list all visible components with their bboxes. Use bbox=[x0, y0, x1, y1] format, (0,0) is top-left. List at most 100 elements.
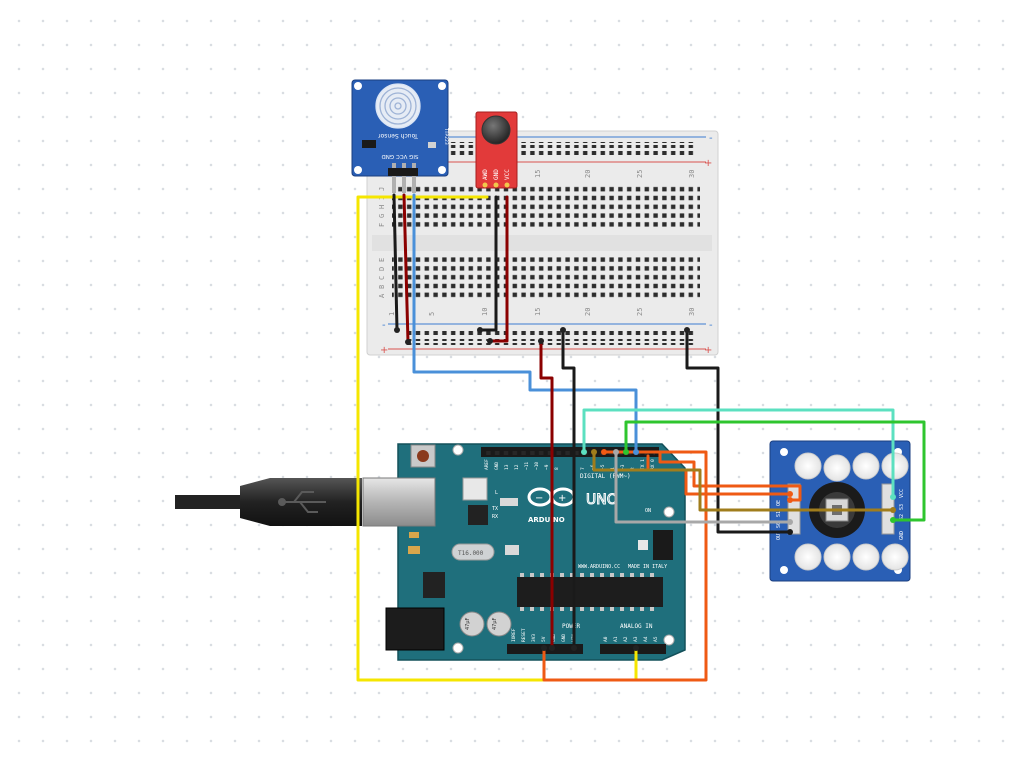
site-label: WWW.ARDUINO.CC bbox=[578, 564, 620, 570]
cs-pin-out: OUT bbox=[776, 531, 782, 540]
row-label-e: E bbox=[378, 258, 386, 262]
pin-a4: A4 bbox=[643, 636, 649, 642]
svg-text:−: − bbox=[535, 493, 543, 504]
wire-touch-vcc bbox=[402, 193, 410, 344]
rail-plus-bottom: + bbox=[380, 345, 388, 356]
touch-sensor-label: Touch Sensor bbox=[378, 132, 419, 139]
wire-orange-2 bbox=[658, 450, 802, 502]
wire-orange bbox=[542, 450, 708, 682]
wire-mic-gnd bbox=[478, 195, 498, 332]
pin-5v: 5V bbox=[541, 636, 547, 642]
row-label-f: F bbox=[378, 223, 386, 227]
pin-7: 7 bbox=[580, 467, 586, 470]
arduino-model: UNO bbox=[586, 492, 618, 508]
wire-green bbox=[624, 420, 926, 522]
pin-3v3: 3V3 bbox=[531, 634, 537, 642]
pin-a2: A2 bbox=[623, 636, 629, 642]
col-label-bottom-1: 1 bbox=[388, 312, 396, 316]
rail-minus-bottom-r: - bbox=[709, 320, 713, 331]
wire-gray bbox=[614, 450, 792, 524]
sensor-leds bbox=[794, 452, 909, 571]
mic-pin-awd: AWD bbox=[482, 169, 489, 180]
touch-sensor-sublabel: SIG VCC GND bbox=[382, 153, 419, 159]
pin-a1: A1 bbox=[613, 636, 619, 642]
col-label-bottom-5: 5 bbox=[428, 312, 436, 316]
arduino-uno-board: T16.000 47µF 47µF − + ARDUINO UNO DIGITA… bbox=[362, 443, 686, 661]
col-label-top-25: 25 bbox=[636, 170, 644, 178]
mic-pin-vcc: VCC bbox=[504, 169, 511, 180]
pin-a3: A3 bbox=[633, 636, 639, 642]
cs-pin-s0: S0 bbox=[776, 522, 782, 528]
pin-12: 12 bbox=[514, 464, 520, 470]
wire-touch-sig bbox=[412, 193, 638, 452]
cs-pin-s3: S3 bbox=[899, 504, 905, 510]
power-jack bbox=[385, 607, 445, 651]
pin-reset: RESET bbox=[521, 628, 527, 642]
cs-pin-gnd: GND bbox=[899, 531, 905, 540]
wire-touch-gnd bbox=[392, 193, 399, 332]
l-label: L bbox=[495, 490, 498, 496]
wire-cs-gnd bbox=[685, 328, 792, 534]
pin-3: ~3 bbox=[620, 464, 626, 470]
col-label-top-20: 20 bbox=[584, 170, 592, 178]
cs-pin-oe: OE bbox=[776, 500, 782, 506]
pin-a0: A0 bbox=[603, 636, 609, 642]
analog-label: ANALOG IN bbox=[620, 623, 653, 630]
rx-label: RX bbox=[492, 514, 498, 520]
pin-tx1: TX 1 bbox=[640, 459, 646, 470]
col-label-bottom-15: 15 bbox=[534, 308, 542, 316]
pin-a5: A5 bbox=[653, 636, 659, 642]
touch-sensor-part: TTP223 bbox=[443, 127, 449, 145]
usb-port bbox=[362, 477, 436, 527]
arduino-brand: ARDUINO bbox=[528, 516, 565, 524]
rail-plus-top: + bbox=[704, 158, 712, 169]
usb-cable bbox=[175, 478, 362, 526]
wire-rail-gnd bbox=[561, 328, 576, 650]
wire-mic-vcc bbox=[488, 195, 509, 343]
row-label-c: C bbox=[378, 276, 386, 280]
row-label-g: G bbox=[378, 214, 386, 218]
pin-gnd-p2: GND bbox=[561, 634, 567, 642]
capacitor-2 bbox=[486, 611, 512, 637]
svg-text:+: + bbox=[558, 493, 566, 504]
col-label-bottom-30: 30 bbox=[688, 308, 696, 316]
usb-icon bbox=[278, 491, 326, 513]
rail-minus-top: - bbox=[709, 133, 713, 144]
pin-gnd-d: GND bbox=[494, 462, 500, 470]
row-label-h: H bbox=[378, 205, 386, 209]
wire-yellow bbox=[356, 195, 638, 682]
pin-ioref: IOREF bbox=[511, 628, 517, 642]
col-label-bottom-10: 10 bbox=[481, 308, 489, 316]
wires bbox=[356, 193, 926, 682]
made-in-label: MADE IN ITALY bbox=[628, 564, 667, 570]
col-label-top-30: 30 bbox=[688, 170, 696, 178]
capacitor-1 bbox=[459, 611, 485, 637]
col-label-top-15: 15 bbox=[534, 170, 542, 178]
col-label-bottom-25: 25 bbox=[636, 308, 644, 316]
row-label-j: J bbox=[378, 187, 386, 191]
cs-pin-vcc: VCC bbox=[899, 489, 905, 498]
wire-brown bbox=[592, 450, 895, 512]
on-label: ON bbox=[645, 508, 651, 514]
power-label: POWER bbox=[562, 623, 580, 630]
pin-rx0: RX 0 bbox=[650, 459, 656, 470]
pin-11: ~11 bbox=[524, 462, 530, 470]
wire-rail-5v bbox=[539, 339, 554, 650]
col-label-bottom-20: 20 bbox=[584, 308, 592, 316]
pin-gnd-p1: GND bbox=[551, 634, 557, 642]
pin-aref: AREF bbox=[484, 459, 490, 470]
capacitor-1-label: 47µF bbox=[465, 617, 471, 630]
pin-13: 13 bbox=[504, 464, 510, 470]
pin-10: ~10 bbox=[534, 462, 540, 470]
wire-teal bbox=[582, 408, 895, 499]
cs-pin-s2: S2 bbox=[899, 514, 905, 520]
crystal-oscillator bbox=[451, 543, 495, 561]
mic-pin-gnd: GND bbox=[493, 169, 500, 180]
touch-pad-icon bbox=[375, 83, 421, 129]
tx-label: TX bbox=[492, 506, 498, 512]
breadboard: - + - + - + J I H G F E D C B A 15 20 25… bbox=[366, 130, 719, 356]
rail-minus-bottom: - bbox=[382, 320, 386, 331]
row-label-b: B bbox=[378, 285, 386, 289]
cs-pin-s1: S1 bbox=[776, 511, 782, 517]
